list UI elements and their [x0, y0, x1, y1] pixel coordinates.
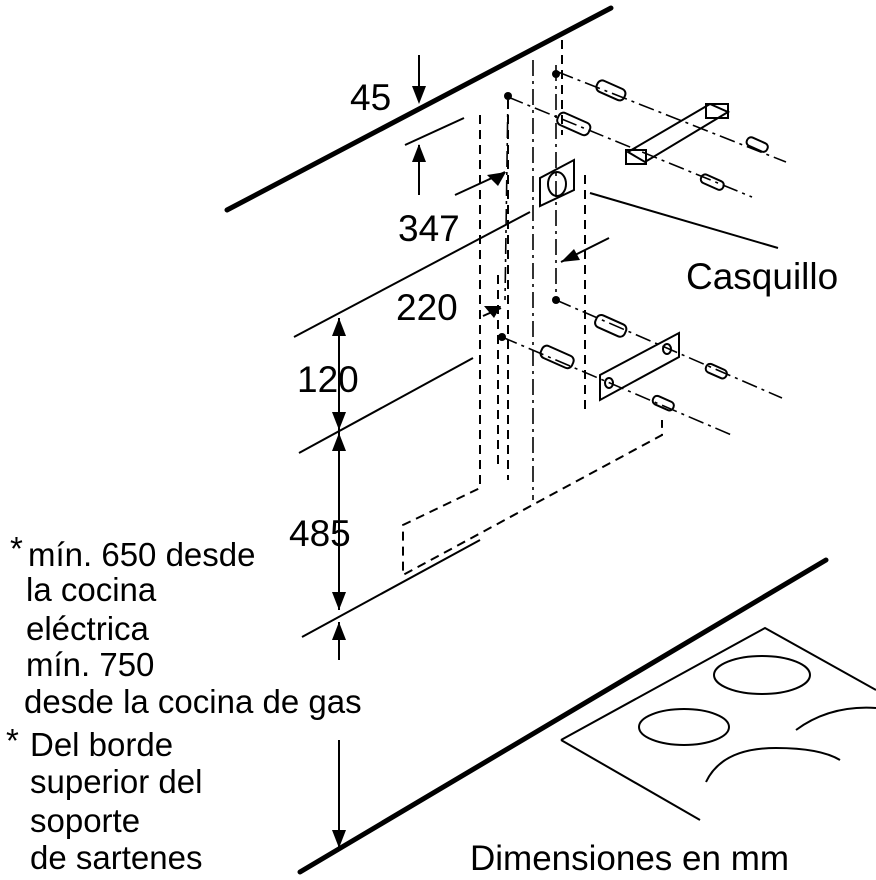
dim-120-label: 120	[297, 359, 359, 400]
burner-4	[705, 746, 841, 783]
dim-347-label: 347	[398, 208, 460, 249]
dim-220-label: 220	[396, 287, 458, 328]
note-min-distance: * mín. 650 desde la cocina eléctrica mín…	[10, 530, 362, 720]
cooktop	[560, 626, 876, 821]
burner-2	[638, 708, 730, 746]
dim-485-label: 485	[289, 513, 351, 554]
bushing-label: Casquillo	[686, 256, 838, 297]
svg-text:soporte: soporte	[30, 802, 140, 839]
svg-text:desde la cocina de gas: desde la cocina de gas	[24, 683, 362, 720]
svg-text:Del borde: Del borde	[30, 726, 173, 763]
dim-45-arrow	[412, 55, 426, 104]
svg-text:eléctrica: eléctrica	[26, 610, 150, 647]
svg-text:mín. 650 desde: mín. 650 desde	[28, 536, 256, 573]
ceiling-line	[224, 5, 614, 213]
burner-3	[795, 706, 876, 731]
lower-fixings	[498, 296, 728, 412]
svg-text:superior del: superior del	[30, 763, 202, 800]
dim-347-lines	[404, 117, 506, 196]
hob-surface-line	[297, 557, 829, 875]
upper-fixings	[504, 70, 769, 191]
svg-text:de sartenes: de sartenes	[30, 839, 202, 876]
units-caption: Dimensiones en mm	[470, 839, 789, 878]
svg-text:mín. 750: mín. 750	[26, 646, 154, 683]
svg-text:*: *	[10, 530, 23, 567]
dim-220-lines	[482, 237, 610, 318]
bushing-plate	[539, 158, 779, 249]
svg-text:la cocina: la cocina	[26, 571, 157, 608]
dim-vertical-lines	[293, 211, 531, 848]
note-pan-support: * Del borde superior del soporte de sart…	[6, 722, 202, 876]
burner-1	[713, 655, 811, 695]
dim-45-label: 45	[350, 77, 391, 118]
svg-text:*: *	[6, 722, 19, 759]
